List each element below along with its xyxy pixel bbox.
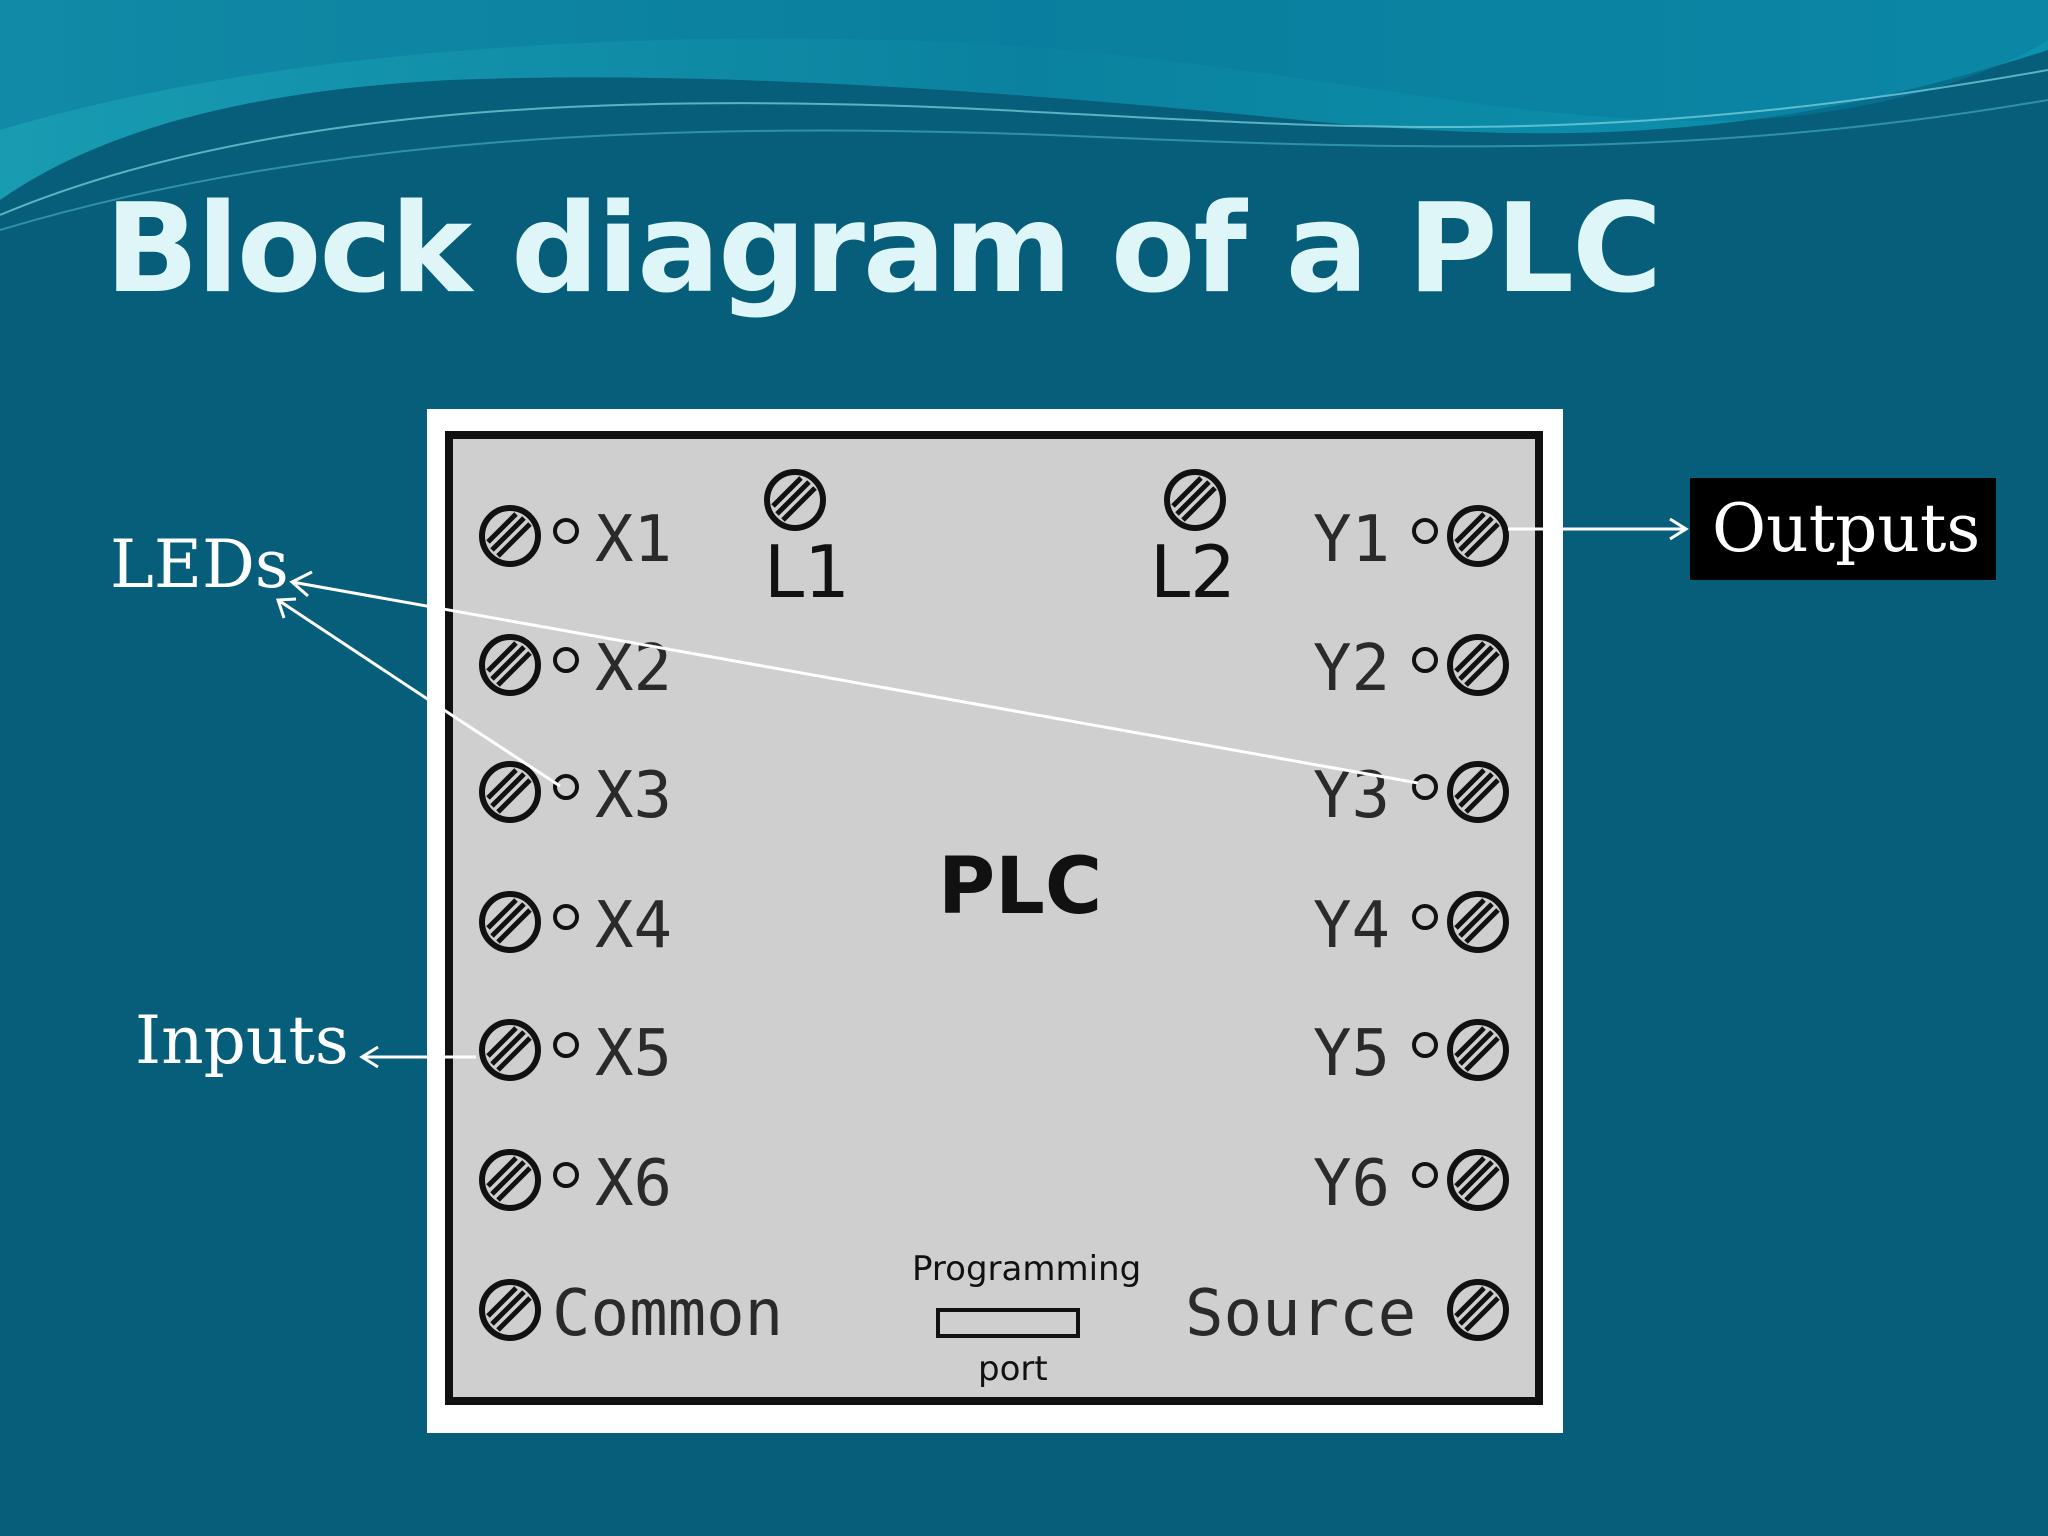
input-label-x1: X1: [595, 503, 673, 577]
inputs-arrow-head: [359, 1045, 379, 1069]
output-label-y4: Y4: [1313, 889, 1391, 963]
output-label-y5: Y5: [1313, 1017, 1391, 1091]
programming-port: [936, 1308, 1080, 1338]
outputs-callout: Outputs: [1712, 490, 1981, 567]
input-label-x5: X5: [595, 1017, 673, 1091]
output-label-y6: Y6: [1313, 1147, 1391, 1221]
input-label-x2: X2: [595, 632, 673, 706]
output-label-y1: Y1: [1313, 503, 1391, 577]
outputs-arrow-head: [1669, 517, 1689, 541]
leds-arrow-head: [289, 570, 313, 598]
leds-callout: LEDs: [110, 526, 289, 603]
power-label-l1: L1: [764, 530, 850, 614]
programming-port-label: Programming: [912, 1249, 1142, 1289]
outputs-callout-box: Outputs: [1690, 478, 1996, 580]
inputs-callout: Inputs: [135, 1002, 349, 1079]
slide-title: Block diagram of a PLC: [105, 178, 1662, 321]
common-label: Common: [552, 1277, 784, 1351]
input-label-x6: X6: [595, 1147, 673, 1221]
output-label-y2: Y2: [1313, 632, 1391, 706]
input-label-x3: X3: [595, 759, 673, 833]
input-label-x4: X4: [595, 889, 673, 963]
source-label: Source: [1185, 1277, 1417, 1351]
power-label-l2: L2: [1150, 530, 1236, 614]
port-label: port: [978, 1349, 1048, 1389]
header-wave-decoration: [0, 0, 2048, 240]
plc-label: PLC: [938, 842, 1103, 932]
output-label-y3: Y3: [1313, 759, 1391, 833]
